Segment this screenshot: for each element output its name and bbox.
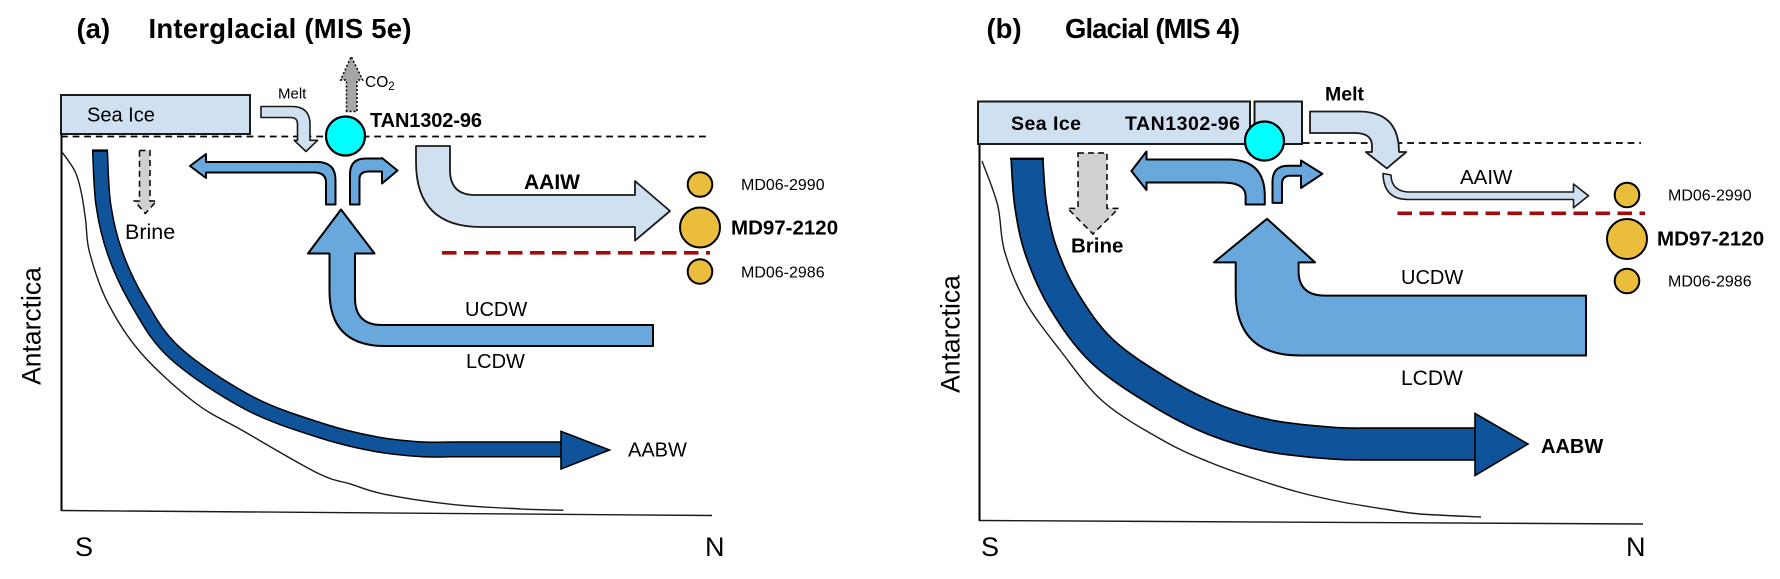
svg-text:MD97-2120: MD97-2120	[1657, 228, 1764, 251]
svg-text:MD97-2120: MD97-2120	[731, 217, 838, 240]
svg-text:N: N	[705, 532, 725, 562]
svg-text:Sea Ice: Sea Ice	[87, 105, 155, 127]
svg-text:MD06-2990: MD06-2990	[741, 177, 825, 194]
svg-text:LCDW: LCDW	[466, 351, 525, 373]
svg-text:Glacial (MIS 4): Glacial (MIS 4)	[1065, 13, 1240, 44]
svg-text:(a): (a)	[77, 13, 111, 44]
svg-text:AAIW: AAIW	[1460, 166, 1513, 189]
svg-text:MD06-2986: MD06-2986	[741, 265, 825, 282]
svg-text:LCDW: LCDW	[1401, 367, 1463, 390]
svg-text:N: N	[1626, 532, 1646, 562]
svg-text:CO2: CO2	[365, 74, 395, 93]
svg-text:AAIW: AAIW	[524, 171, 580, 194]
svg-text:Melt: Melt	[278, 86, 307, 103]
svg-text:Sea Ice: Sea Ice	[1011, 113, 1081, 135]
svg-text:AABW: AABW	[1541, 436, 1603, 458]
svg-text:Antarctica: Antarctica	[936, 275, 966, 393]
svg-text:Brine: Brine	[1071, 235, 1123, 258]
svg-text:AABW: AABW	[628, 440, 687, 462]
svg-text:MD06-2986: MD06-2986	[1668, 274, 1752, 291]
svg-text:UCDW: UCDW	[1401, 267, 1463, 289]
svg-text:TAN1302-96: TAN1302-96	[370, 110, 482, 132]
svg-text:S: S	[75, 532, 93, 562]
svg-text:S: S	[981, 532, 999, 562]
svg-text:Interglacial (MIS 5e): Interglacial (MIS 5e)	[149, 13, 412, 44]
svg-text:Antarctica: Antarctica	[17, 267, 47, 385]
svg-text:Melt: Melt	[1325, 84, 1365, 106]
svg-text:UCDW: UCDW	[465, 299, 527, 321]
svg-text:(b): (b)	[987, 13, 1022, 44]
svg-text:MD06-2990: MD06-2990	[1668, 188, 1752, 205]
svg-text:Brine: Brine	[125, 220, 175, 244]
svg-text:TAN1302-96: TAN1302-96	[1125, 113, 1240, 135]
